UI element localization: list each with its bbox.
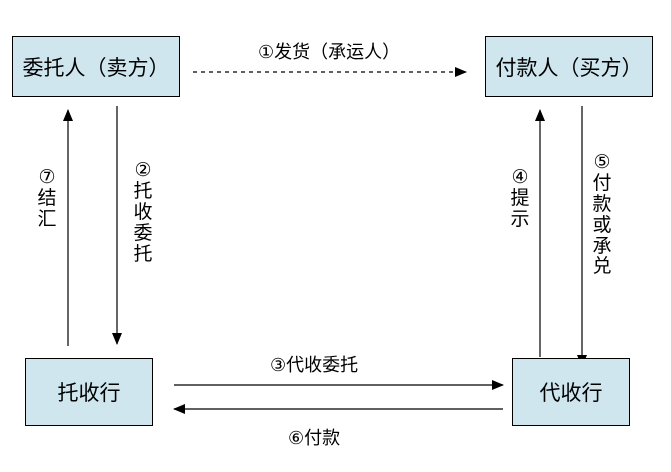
consignor-seller-box: 委托人（卖方）	[12, 36, 180, 97]
agent-bank-label: 代收行	[539, 381, 603, 405]
payer-buyer-label: 付款人（买方）	[495, 55, 643, 80]
step6-label: ⑥付款	[288, 428, 341, 449]
collecting-bank-label: 托收行	[57, 381, 121, 405]
consignor-seller-label: 委托人（卖方）	[22, 55, 170, 80]
step7-label: ⑦结汇	[37, 166, 57, 230]
collecting-bank-box: 托收行	[25, 358, 153, 426]
step1-label: ①发货（承运人）	[258, 42, 401, 63]
step2-label: ②托收委托	[133, 159, 153, 265]
payer-buyer-box: 付款人（买方）	[485, 36, 653, 97]
step3-label: ③代收委托	[270, 355, 359, 376]
agent-bank-box: 代收行	[512, 358, 630, 426]
step4-label: ④提示	[510, 166, 530, 230]
step5-label: ⑤付款或承兑	[592, 151, 612, 278]
